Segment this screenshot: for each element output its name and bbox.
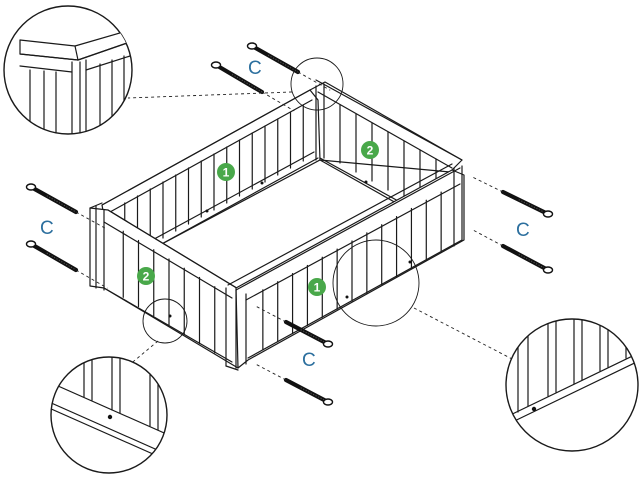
panel-badge-1-back: 1 [217,163,235,181]
screw [210,61,265,95]
panel-badge-2-back: 2 [361,141,379,159]
panel-badge-2-front: 2 [137,267,155,285]
detail-marker-front-left [142,298,188,344]
screw [25,240,79,273]
detail-marker-front-right [332,239,420,327]
screw-label-c-left: C [40,218,54,239]
zoom-detail-front-left [50,356,168,474]
front-right-panel [227,163,465,369]
panel-badge-1-front: 1 [308,278,326,296]
screw-label-c-right: C [516,220,530,241]
zoom-detail-front-right [505,318,639,452]
screw [246,42,301,75]
svg-text:1: 1 [314,281,321,295]
screw-label-c-top: C [248,58,262,79]
screws [25,42,554,406]
screw-label-c-bottom: C [302,350,316,371]
screw [283,377,334,406]
detail-marker-top-corner [290,57,344,111]
screw [500,189,554,218]
zoom-detail-top-corner [3,5,133,135]
screw [283,319,334,348]
screw [25,183,79,215]
svg-text:2: 2 [143,270,150,284]
svg-text:2: 2 [367,144,374,158]
planter-box [89,79,465,371]
svg-text:1: 1 [223,166,230,180]
screw [500,243,554,274]
